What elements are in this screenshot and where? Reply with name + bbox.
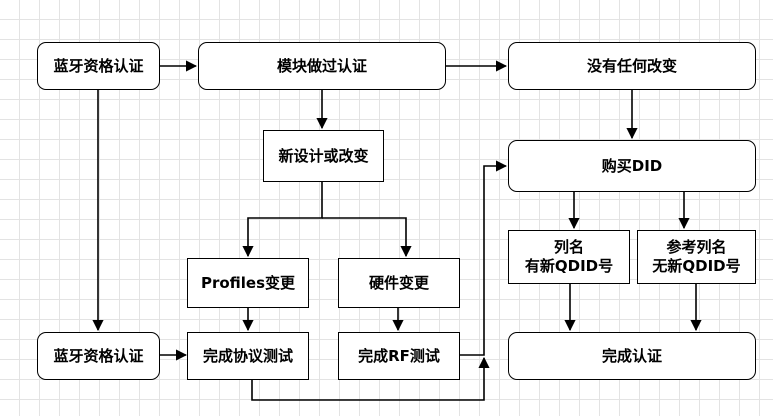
node-bluetooth-qualification-bottom[interactable]: 蓝牙资格认证 [37,332,160,380]
arrow-newdesign-split-hardware [322,217,412,258]
node-label-line1: 参考列名 [666,238,727,257]
arrow-rftest-to-buydid [460,160,508,356]
node-reference-listing-no-qdid[interactable]: 参考列名 无新QDID号 [637,230,756,284]
node-label: 完成协议测试 [202,346,293,365]
node-label-line2: 无新QDID号 [652,257,741,275]
node-label-line2: 有新QDID号 [524,257,614,275]
node-label: 蓝牙资格认证 [53,56,144,75]
node-complete-rf-test[interactable]: 完成RF测试 [338,332,460,380]
node-module-certified[interactable]: 模块做过认证 [198,42,446,90]
node-label: 完成认证 [601,346,662,365]
node-listing-new-qdid[interactable]: 列名 有新QDID号 [508,230,630,284]
node-bluetooth-qualification-top[interactable]: 蓝牙资格认证 [37,42,160,90]
node-new-design-or-change[interactable]: 新设计或改变 [263,130,384,182]
node-label: 没有任何改变 [586,56,677,75]
node-label: 模块做过认证 [276,56,367,75]
node-label: 完成RF测试 [358,346,440,365]
node-label: 购买DID [601,156,663,175]
node-label-line1: 列名 [553,238,584,257]
node-profiles-change[interactable]: Profiles变更 [187,258,309,308]
node-label: 蓝牙资格认证 [53,346,144,365]
node-hardware-change[interactable]: 硬件变更 [338,258,460,308]
node-label: 硬件变更 [368,273,429,292]
node-label: 新设计或改变 [278,146,369,165]
node-buy-did[interactable]: 购买DID [508,140,756,192]
node-certification-complete[interactable]: 完成认证 [508,332,756,380]
node-label: Profiles变更 [200,273,296,292]
node-complete-protocol-test[interactable]: 完成协议测试 [187,332,309,380]
node-no-change[interactable]: 没有任何改变 [508,42,756,90]
arrow-protocol-loop-to-rftest [251,356,490,401]
arrow-newdesign-split-profiles [242,182,323,258]
